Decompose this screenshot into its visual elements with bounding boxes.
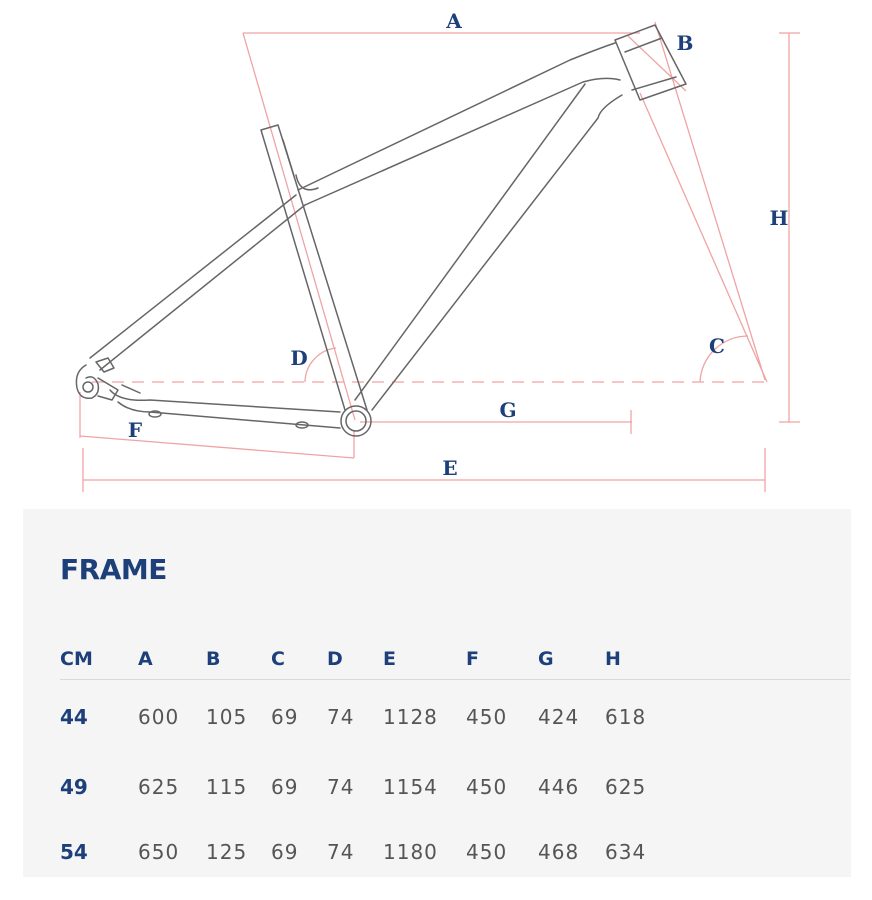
dimension-lines xyxy=(79,21,800,492)
value-cell-d: 74 xyxy=(327,839,355,864)
frame-geometry-diagram: A B C D E F G H xyxy=(75,9,800,492)
value-cell-h: 634 xyxy=(605,839,647,864)
value-cell-a: 625 xyxy=(138,774,180,799)
column-header-c: C xyxy=(271,639,327,680)
size-cell: 49 xyxy=(60,774,88,799)
value-cell-d: 74 xyxy=(327,774,355,799)
value-cell-h: 625 xyxy=(605,774,647,799)
seat-tube xyxy=(260,124,368,411)
dim-label-a: A xyxy=(445,9,462,33)
column-header-b: B xyxy=(206,639,271,680)
column-header-a: A xyxy=(138,639,206,680)
rear-dropout xyxy=(75,364,100,400)
seat-stay xyxy=(89,194,306,371)
value-cell-e: 1180 xyxy=(383,839,438,864)
value-cell-a: 600 xyxy=(138,705,180,729)
dim-label-c: C xyxy=(709,334,725,358)
value-cell-f: 450 xyxy=(466,705,508,729)
value-cell-b: 115 xyxy=(206,774,248,799)
column-header-f: F xyxy=(466,639,538,680)
bottom-bracket xyxy=(340,405,372,437)
column-header-h: H xyxy=(605,639,850,680)
value-cell-c: 69 xyxy=(271,774,299,799)
frame-title: FRAME xyxy=(60,553,167,586)
value-cell-g: 424 xyxy=(538,705,580,729)
head-tube xyxy=(614,24,687,101)
bike-frame xyxy=(75,24,687,437)
column-header-d: D xyxy=(327,639,383,680)
column-header-e: E xyxy=(383,639,466,680)
dim-label-e: E xyxy=(442,456,457,480)
value-cell-b: 125 xyxy=(206,839,248,864)
value-cell-d: 74 xyxy=(327,705,355,729)
dim-label-b: B xyxy=(677,31,694,55)
dim-label-f: F xyxy=(128,418,142,442)
dim-label-d: D xyxy=(290,346,307,370)
size-cell: 44 xyxy=(60,705,88,729)
value-cell-e: 1128 xyxy=(383,705,438,729)
table-row: 44 600 105 69 74 1128 450 424 618 xyxy=(60,680,850,755)
value-cell-c: 69 xyxy=(271,839,299,864)
column-header-g: G xyxy=(538,639,605,680)
dim-label-g: G xyxy=(499,398,516,422)
value-cell-f: 450 xyxy=(466,774,508,799)
value-cell-h: 618 xyxy=(605,705,647,729)
dim-label-h: H xyxy=(770,206,789,230)
table-row: 49 625 115 69 74 1154 450 446 625 xyxy=(60,754,850,819)
value-cell-e: 1154 xyxy=(383,774,438,799)
table-header-row: CM A B C D E F G H xyxy=(60,639,850,680)
down-tube xyxy=(354,83,623,411)
value-cell-a: 650 xyxy=(138,839,180,864)
value-cell-c: 69 xyxy=(271,705,299,729)
value-cell-f: 450 xyxy=(466,839,508,864)
value-cell-b: 105 xyxy=(206,705,248,729)
frame-spec-panel: FRAME CM A B C D E F G H 44 600 105 xyxy=(23,509,851,877)
column-header-cm: CM xyxy=(60,639,138,680)
value-cell-g: 468 xyxy=(538,839,580,864)
value-cell-g: 446 xyxy=(538,774,580,799)
top-tube xyxy=(297,42,621,206)
table-row: 54 650 125 69 74 1180 450 468 634 xyxy=(60,819,850,884)
geometry-table: CM A B C D E F G H 44 600 105 69 74 1128… xyxy=(60,639,850,884)
size-cell: 54 xyxy=(60,839,88,864)
